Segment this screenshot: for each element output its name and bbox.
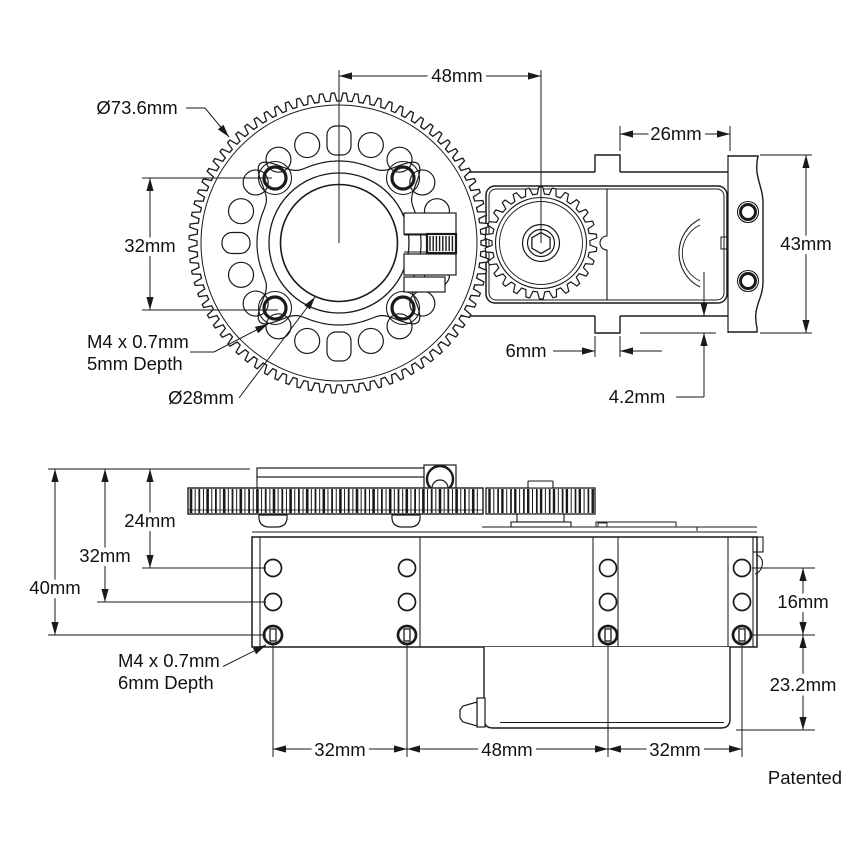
dim-bracket-height: 43mm	[780, 233, 831, 254]
dim-side-23-2: 23.2mm	[770, 674, 837, 695]
dim-bore: Ø28mm	[168, 387, 234, 408]
dim-side-40: 40mm	[29, 577, 80, 598]
side-view-gearbox	[187, 464, 764, 729]
note-thread-side-line2: 6mm Depth	[118, 672, 214, 693]
dim-center-distance: 48mm	[431, 65, 482, 86]
patented-label: Patented	[768, 767, 842, 788]
dim-tab-width: 6mm	[505, 340, 546, 361]
dim-bottom-48: 48mm	[481, 739, 532, 760]
dim-tab-offset: 4.2mm	[609, 386, 666, 407]
dimension-lines	[48, 70, 815, 757]
note-thread-top-line1: M4 x 0.7mm	[87, 331, 189, 352]
dim-side-16: 16mm	[777, 591, 828, 612]
dim-bottom-32-left: 32mm	[314, 739, 365, 760]
note-thread-side-line1: M4 x 0.7mm	[118, 650, 220, 671]
dimension-labels: Ø73.6mm 48mm 26mm 43mm 32mm M4 x 0.7mm 5…	[25, 61, 847, 793]
dim-side-24: 24mm	[124, 510, 175, 531]
dim-gear-od: Ø73.6mm	[96, 97, 177, 118]
dim-side-32: 32mm	[79, 545, 130, 566]
dim-hole-spacing: 32mm	[124, 235, 175, 256]
dim-servo-width: 26mm	[650, 123, 701, 144]
note-thread-top-line2: 5mm Depth	[87, 353, 183, 374]
dim-bottom-32-right: 32mm	[649, 739, 700, 760]
